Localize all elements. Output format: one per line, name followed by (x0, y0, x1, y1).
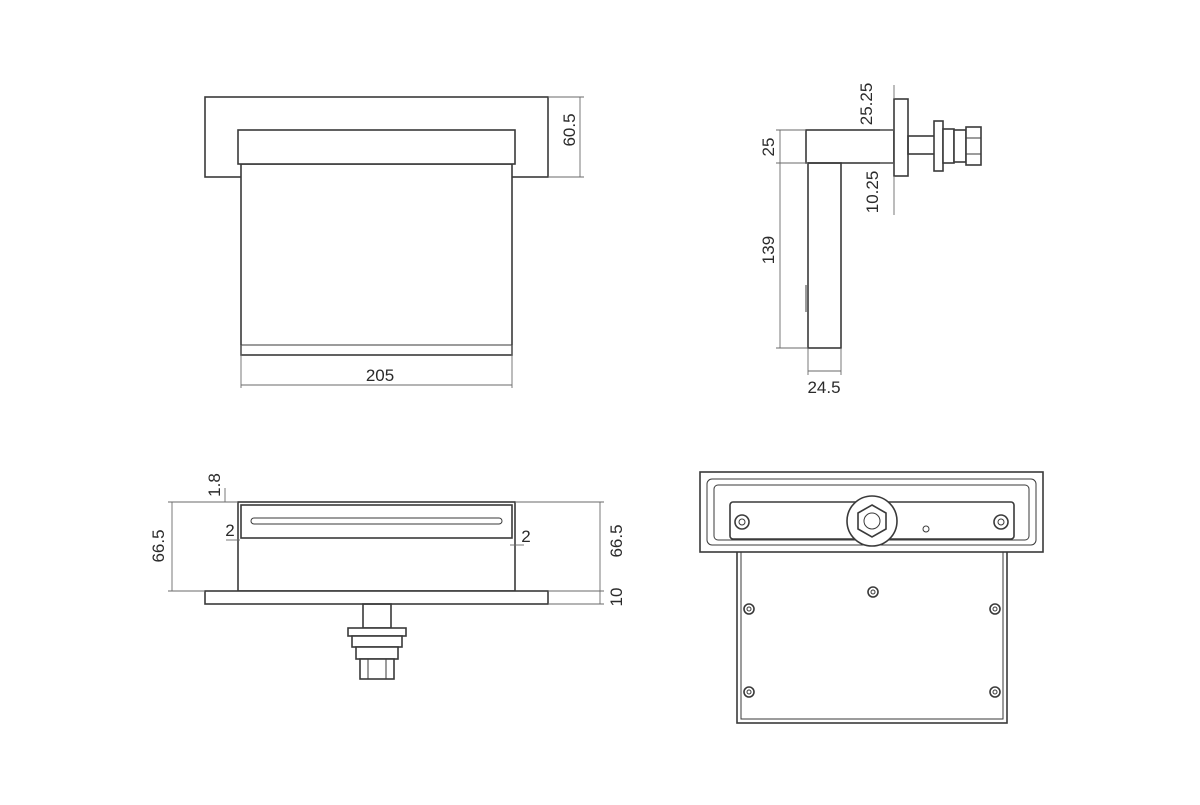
plan-plate-label: 10 (607, 588, 626, 607)
side-upper-projection-label: 25.25 (857, 83, 876, 126)
rear-bracket-screw-left (734, 514, 750, 530)
plan-left-depth-label: 66.5 (149, 529, 168, 562)
rear-bracket-screw-right (993, 514, 1009, 530)
rear-lower-body (736, 547, 1008, 724)
rear-screw-top (867, 586, 879, 598)
rear-screw-lower-right-core (992, 689, 998, 695)
side-fitting-connector (953, 129, 967, 163)
rear-screw-top-core (870, 589, 876, 595)
rear-small-pin (922, 525, 930, 533)
side-spout-body (807, 162, 842, 349)
plan-left-gap-label: 2 (225, 521, 234, 540)
plan-inlet-washer (351, 635, 403, 648)
side-wall-flange (893, 98, 909, 177)
rear-inlet-hex-nut (857, 504, 887, 538)
side-fitting-end (965, 126, 982, 166)
rear-screw-lower-right (989, 686, 1001, 698)
side-fitting-nut-2 (942, 128, 955, 164)
rear-screw-upper-right-core (992, 606, 998, 612)
plan-outlet-slot (250, 517, 503, 525)
rear-inlet-boss (846, 495, 898, 547)
side-height-label: 139 (759, 236, 778, 264)
plan-top-slab (240, 504, 513, 539)
front-width-label: 205 (366, 366, 394, 385)
plan-inlet-stem (362, 603, 392, 629)
plan-inlet-coupling (355, 646, 399, 660)
side-depth-label: 24.5 (807, 378, 840, 397)
rear-screw-upper-left (743, 603, 755, 615)
plan-right-depth-label: 66.5 (607, 524, 626, 557)
rear-bracket-screw-right-core (997, 518, 1005, 526)
front-spout-body (240, 163, 513, 356)
front-view: 205 60.5 (204, 96, 584, 388)
rear-screw-lower-left-core (746, 689, 752, 695)
side-view: 25 139 24.5 25.25 10.25 (759, 83, 982, 397)
plan-lip-label: 1.8 (205, 473, 224, 497)
front-top-height-label: 60.5 (560, 113, 579, 146)
rear-screw-upper-left-core (746, 606, 752, 612)
plan-wall-plate (204, 590, 549, 605)
side-fitting-nut-1 (933, 120, 944, 172)
rear-screw-upper-right (989, 603, 1001, 615)
side-fitting-stem (907, 135, 937, 155)
plan-right-gap-label: 2 (521, 527, 530, 546)
rear-inlet-hole (863, 512, 881, 530)
rear-lower-body-inner (740, 551, 1004, 720)
plan-inlet-nut (347, 627, 407, 637)
side-spout-arm (805, 129, 895, 164)
plan-view: 1.8 66.5 2 2 66.5 10 (149, 473, 626, 680)
front-spout-top-bar (237, 129, 516, 165)
rear-bracket-screw-left-core (738, 518, 746, 526)
plan-inlet-connector (359, 658, 395, 680)
plan-spout-body (237, 501, 516, 592)
rear-view (699, 471, 1044, 724)
side-lower-projection-label: 10.25 (863, 171, 882, 214)
side-top-thickness-label: 25 (759, 138, 778, 157)
rear-screw-lower-left (743, 686, 755, 698)
